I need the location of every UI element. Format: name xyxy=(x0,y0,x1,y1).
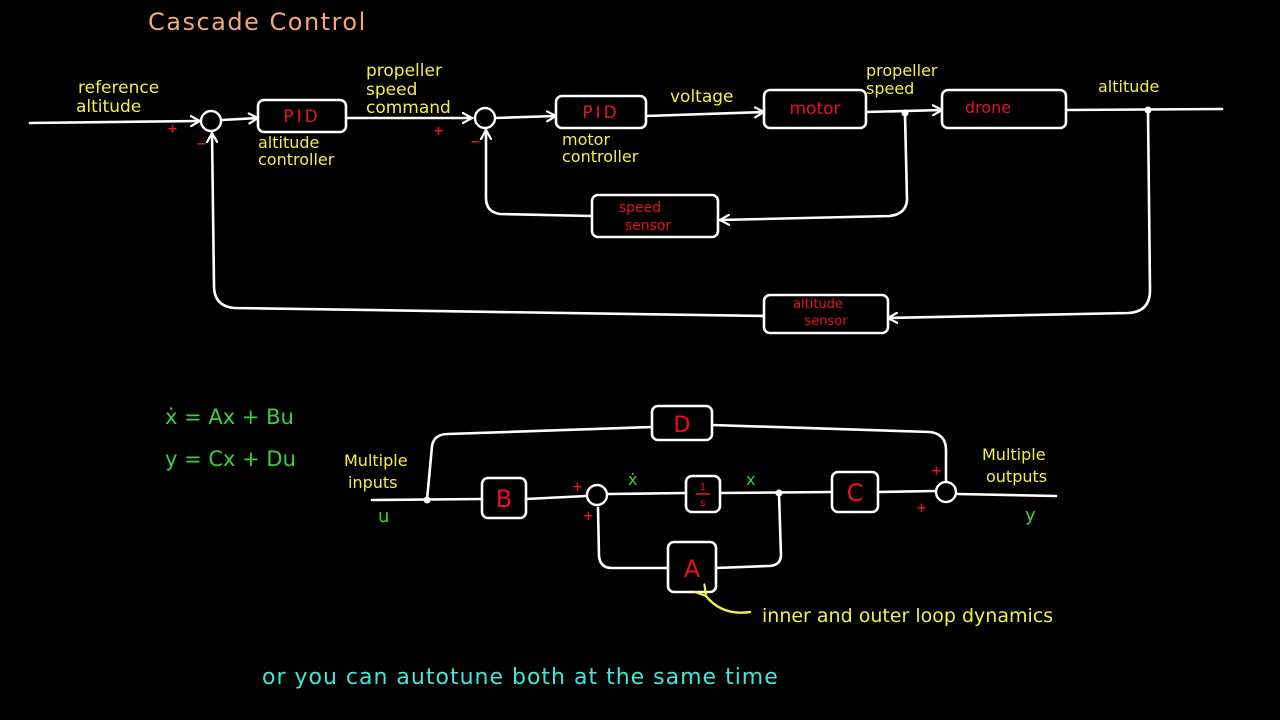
plus-sign: + xyxy=(167,122,178,137)
label-altitude-out: altitude xyxy=(1098,77,1159,96)
label-speed-command: speed xyxy=(366,80,417,100)
block-a: A xyxy=(666,540,718,594)
block-label: altitude xyxy=(793,297,843,312)
wire-output xyxy=(956,492,1058,498)
block-label: drone xyxy=(965,98,1011,117)
wire-altitude-feedback-out xyxy=(212,133,766,318)
wire-speed-feedback-in xyxy=(720,112,909,220)
wire-altitude-feedback-in xyxy=(888,109,1152,318)
wire-a-in xyxy=(714,492,783,570)
plus-sign: + xyxy=(572,480,583,495)
block-speed-sensor: speed sensor xyxy=(590,193,720,239)
state-space-diagram: ẋ = Ax + Bu y = Cx + Du + + + + D xyxy=(165,404,1058,627)
wire-a-out xyxy=(596,506,670,570)
block-c: C xyxy=(830,470,880,514)
wire-b-to-sum xyxy=(524,494,588,501)
label-reference: reference xyxy=(78,78,159,98)
block-label: sensor xyxy=(625,218,672,234)
plus-sign: + xyxy=(931,464,942,479)
annotation-arrow xyxy=(706,596,752,614)
block-drone: drone xyxy=(940,88,1068,130)
label-motor-controller: motor xyxy=(562,130,610,149)
sum-junction-state xyxy=(585,483,609,507)
label-speed-command: command xyxy=(366,98,451,118)
wire-voltage xyxy=(644,112,764,116)
label-u: u xyxy=(378,506,389,527)
block-label: D xyxy=(674,413,691,438)
block-label: B xyxy=(496,485,512,513)
label-reference: altitude xyxy=(76,97,141,117)
sum-junction-outer xyxy=(199,109,223,133)
junction-dot xyxy=(901,109,909,117)
equation-output: y = Cx + Du xyxy=(165,447,296,471)
block-integrator: 1 s xyxy=(684,474,722,514)
block-label: C xyxy=(847,479,864,507)
block-label: PID xyxy=(283,107,320,127)
wire-reference xyxy=(28,121,200,123)
block-label: sensor xyxy=(804,314,848,329)
wire-d-out xyxy=(710,423,948,482)
label-y: y xyxy=(1025,505,1036,526)
label-multiple-outputs: Multiple xyxy=(982,445,1046,464)
label-propeller-speed: speed xyxy=(866,79,914,98)
label-speed-command: propeller xyxy=(366,61,442,81)
label-xdot: ẋ xyxy=(628,470,637,489)
label-multiple-inputs: inputs xyxy=(348,473,398,492)
sum-junction-inner xyxy=(473,106,497,130)
label-multiple-outputs: outputs xyxy=(986,467,1047,486)
wire-c-to-sum xyxy=(876,489,936,494)
plus-sign: + xyxy=(916,501,927,516)
label-motor-controller: controller xyxy=(562,147,639,166)
caption: or you can autotune both at the same tim… xyxy=(262,665,779,690)
plus-sign: + xyxy=(583,509,594,524)
wire-speed-feedback-out xyxy=(486,130,594,218)
wire-error-outer xyxy=(220,118,258,120)
block-altitude-sensor: altitude sensor xyxy=(762,293,890,335)
block-b: B xyxy=(480,476,528,520)
label-multiple-inputs: Multiple xyxy=(344,451,408,470)
integrator-denominator: s xyxy=(700,498,705,509)
junction-dot xyxy=(423,496,431,504)
label-x: x xyxy=(746,470,755,489)
junction-dot xyxy=(1144,106,1152,114)
cascade-diagram: + − + − PID PID motor drone speed sensor… xyxy=(28,61,1224,335)
block-pid-altitude: PID xyxy=(256,98,348,134)
block-label: speed xyxy=(619,200,661,216)
wire-xdot xyxy=(606,491,688,496)
page-title: Cascade Control xyxy=(148,8,367,36)
label-propeller-speed: propeller xyxy=(866,61,938,80)
label-voltage: voltage xyxy=(670,87,734,107)
block-pid-motor: PID xyxy=(554,94,648,130)
wire-altitude-out xyxy=(1064,107,1224,112)
label-altitude-controller: altitude xyxy=(258,133,319,152)
block-d: D xyxy=(650,404,714,442)
label-altitude-controller: controller xyxy=(258,150,335,169)
integrator-numerator: 1 xyxy=(700,482,706,493)
sum-junction-output xyxy=(934,480,958,504)
minus-sign: − xyxy=(470,135,481,150)
equation-state: ẋ = Ax + Bu xyxy=(165,405,294,429)
junction-dot xyxy=(775,489,783,497)
block-label: motor xyxy=(789,99,840,119)
plus-sign: + xyxy=(433,124,444,139)
block-label: A xyxy=(684,555,701,583)
block-label: PID xyxy=(582,103,619,123)
wire-d-in xyxy=(425,425,654,502)
block-motor: motor xyxy=(762,88,868,130)
wire-error-inner xyxy=(494,116,556,118)
annotation-dynamics: inner and outer loop dynamics xyxy=(762,605,1053,627)
minus-sign: − xyxy=(196,137,207,152)
